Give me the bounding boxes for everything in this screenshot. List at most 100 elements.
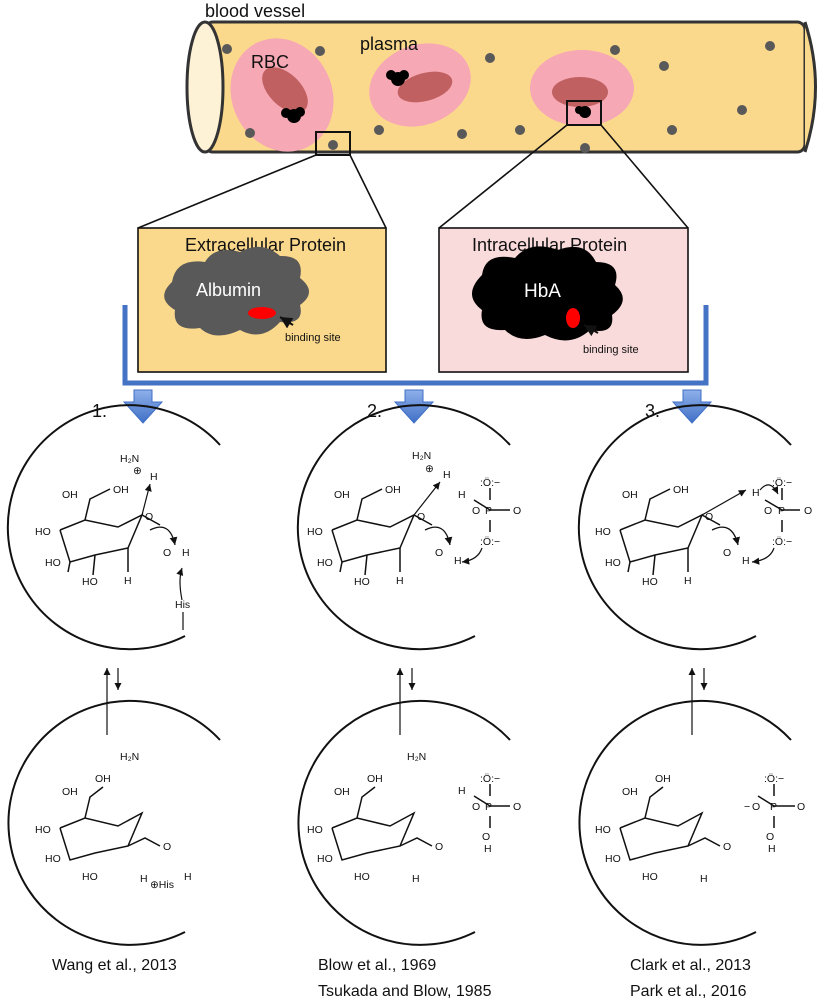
chem-label: O bbox=[145, 511, 153, 523]
glucose-open-1 bbox=[59, 786, 161, 861]
chem-label: HO bbox=[45, 557, 61, 569]
panel-intracellular: Intracellular Protein HbA binding site bbox=[438, 227, 689, 373]
chem-label: ⊕ bbox=[133, 465, 142, 477]
chem-label: :Ö:− bbox=[480, 536, 500, 548]
chem-label: O bbox=[513, 505, 521, 517]
chem-label: H bbox=[184, 871, 192, 883]
chem-label: O bbox=[435, 547, 443, 559]
chem-label: O bbox=[752, 801, 760, 813]
glucose-pyranose-3 bbox=[619, 488, 800, 576]
binding-pocket-open-1 bbox=[7, 699, 221, 946]
mechanism-column-3: OH OH HO HO HO O O H H H O P O :Ö:− :Ö:−… bbox=[577, 404, 812, 1000]
chem-label: HO bbox=[307, 526, 323, 538]
panel-intracellular-title: Intracellular Protein bbox=[472, 235, 627, 255]
rbc-cell-1 bbox=[230, 38, 334, 152]
chem-label: HO bbox=[642, 576, 658, 588]
chem-label: HO bbox=[595, 526, 611, 538]
zoom-lines bbox=[137, 124, 689, 229]
binding-pocket-closed-1 bbox=[6, 404, 221, 651]
glucose-open-2 bbox=[331, 784, 510, 861]
glucose-pyranose-1 bbox=[59, 488, 161, 576]
chem-label: P bbox=[778, 505, 785, 517]
albumin-binding-site bbox=[248, 307, 276, 319]
chem-label: :Ö:− bbox=[480, 477, 500, 489]
mechanism-3-ref-2: Park et al., 2016 bbox=[630, 983, 747, 1000]
vessel-title: blood vessel bbox=[205, 1, 305, 21]
chem-label: H bbox=[454, 555, 462, 567]
extracellular-binding-site-label: binding site bbox=[285, 332, 341, 344]
chem-label: HO bbox=[605, 557, 621, 569]
mechanism-2-ref-1: Blow et al., 1969 bbox=[318, 957, 436, 974]
chem-label: HO bbox=[35, 526, 51, 538]
chem-label: − bbox=[744, 801, 750, 813]
chem-label: H₂N bbox=[407, 751, 426, 763]
chem-label: O bbox=[723, 547, 731, 559]
chem-label: :Ö:− bbox=[772, 536, 792, 548]
chem-label: P bbox=[485, 801, 492, 813]
blue-arrow-3 bbox=[671, 389, 713, 424]
chem-label: OH bbox=[334, 786, 350, 798]
binding-pocket-closed-3 bbox=[577, 404, 792, 651]
chem-label: H bbox=[182, 547, 190, 559]
chem-label: H bbox=[684, 575, 692, 587]
chem-label: HO bbox=[642, 871, 658, 883]
chem-label: H bbox=[752, 487, 760, 499]
chem-label: HO bbox=[45, 853, 61, 865]
chem-label: H bbox=[458, 489, 466, 501]
hba-blob bbox=[472, 246, 623, 341]
chem-label: :Ö:− bbox=[764, 773, 784, 785]
blood-vessel: blood vessel plasma RBC bbox=[185, 1, 817, 156]
chem-label: O bbox=[472, 505, 480, 517]
chem-label: HO bbox=[317, 853, 333, 865]
chem-label: His bbox=[175, 599, 190, 611]
chem-label: O bbox=[417, 511, 425, 523]
chem-label: H bbox=[140, 873, 148, 885]
chem-label: HO bbox=[595, 824, 611, 836]
mechanism-3-ref-1: Clark et al., 2013 bbox=[630, 957, 751, 974]
chem-label: HO bbox=[605, 853, 621, 865]
chem-label: OH bbox=[367, 773, 383, 785]
mechanism-2-ref-2: Tsukada and Blow, 1985 bbox=[318, 983, 492, 1000]
chem-label: HO bbox=[82, 576, 98, 588]
chem-label: OH bbox=[113, 484, 129, 496]
mechanism-column-1: OH OH HO HO HO O O H H H₂N ⊕ H His OH OH… bbox=[6, 404, 221, 974]
chem-label: O bbox=[482, 831, 490, 843]
chem-label: H bbox=[768, 843, 776, 855]
glucose-open-3 bbox=[619, 784, 795, 861]
chem-label: HO bbox=[82, 871, 98, 883]
chem-label: H bbox=[412, 873, 420, 885]
chem-label: OH bbox=[622, 786, 638, 798]
chem-label: ⊕ bbox=[425, 463, 434, 475]
mechanism-bracket bbox=[122, 305, 709, 386]
chem-label: P bbox=[770, 801, 777, 813]
glucose-pyranose-2 bbox=[331, 488, 510, 576]
chem-label: OH bbox=[655, 773, 671, 785]
mechanism-column-2: OH OH HO HO HO O O H H H₂N ⊕ H H O P O :… bbox=[296, 404, 521, 1000]
chem-label: H₂N bbox=[120, 453, 139, 465]
blue-arrows bbox=[122, 389, 713, 424]
vessel-end-right bbox=[803, 21, 817, 153]
plasma-label: plasma bbox=[360, 34, 419, 54]
chem-label: O bbox=[723, 841, 731, 853]
chem-label: H bbox=[396, 575, 404, 587]
chem-label: :Ö:− bbox=[480, 773, 500, 785]
chem-label: H₂N bbox=[120, 751, 139, 763]
chem-label: O bbox=[804, 505, 812, 517]
intracellular-binding-site-label: binding site bbox=[583, 344, 639, 356]
blue-arrow-2 bbox=[393, 389, 435, 424]
hba-binding-site bbox=[566, 308, 580, 328]
chem-label: H bbox=[150, 471, 158, 483]
mechanism-number-1: 1. bbox=[92, 401, 107, 421]
chem-label: P bbox=[485, 505, 492, 517]
albumin-label: Albumin bbox=[196, 280, 261, 300]
chem-label: O bbox=[766, 831, 774, 843]
albumin-particles bbox=[222, 41, 775, 153]
chem-label: OH bbox=[62, 786, 78, 798]
chem-label: H bbox=[458, 785, 466, 797]
binding-pocket-closed-2 bbox=[296, 404, 511, 651]
chem-label: HO bbox=[317, 557, 333, 569]
rbc-cell-2 bbox=[369, 43, 471, 127]
hba-label: HbA bbox=[524, 281, 561, 302]
binding-pocket-open-3 bbox=[578, 699, 792, 946]
